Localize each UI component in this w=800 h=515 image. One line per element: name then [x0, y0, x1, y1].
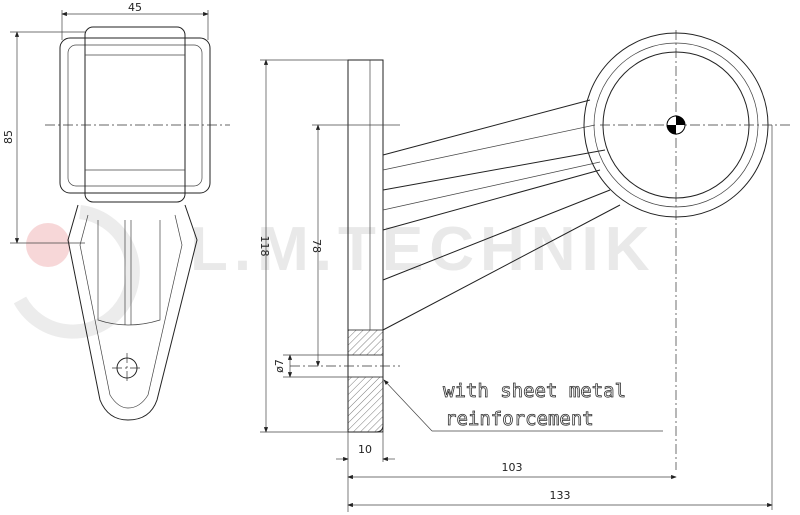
dim-85: 85: [2, 130, 15, 144]
dim-78: 78: [310, 239, 323, 253]
watermark-logo-circle: [26, 223, 70, 267]
center-mark-icon: [666, 115, 686, 135]
note-line-1: with sheet metal: [443, 380, 626, 402]
side-view: 45 85: [2, 1, 230, 421]
dim-45: 45: [128, 1, 142, 14]
reinforcement-note: with sheet metal reinforcement: [383, 379, 663, 432]
note-line-2: reinforcement: [445, 408, 594, 430]
dim-103: 103: [502, 461, 523, 474]
watermark-logo: L.M.TECHNIK: [13, 205, 650, 339]
dim-133: 133: [550, 489, 571, 502]
dim-118: 118: [258, 236, 271, 257]
dim-10: 10: [358, 443, 372, 456]
dim-hole-diameter: ø7: [273, 359, 286, 373]
front-view: 118 78 ø7 10 103 133: [258, 30, 790, 512]
